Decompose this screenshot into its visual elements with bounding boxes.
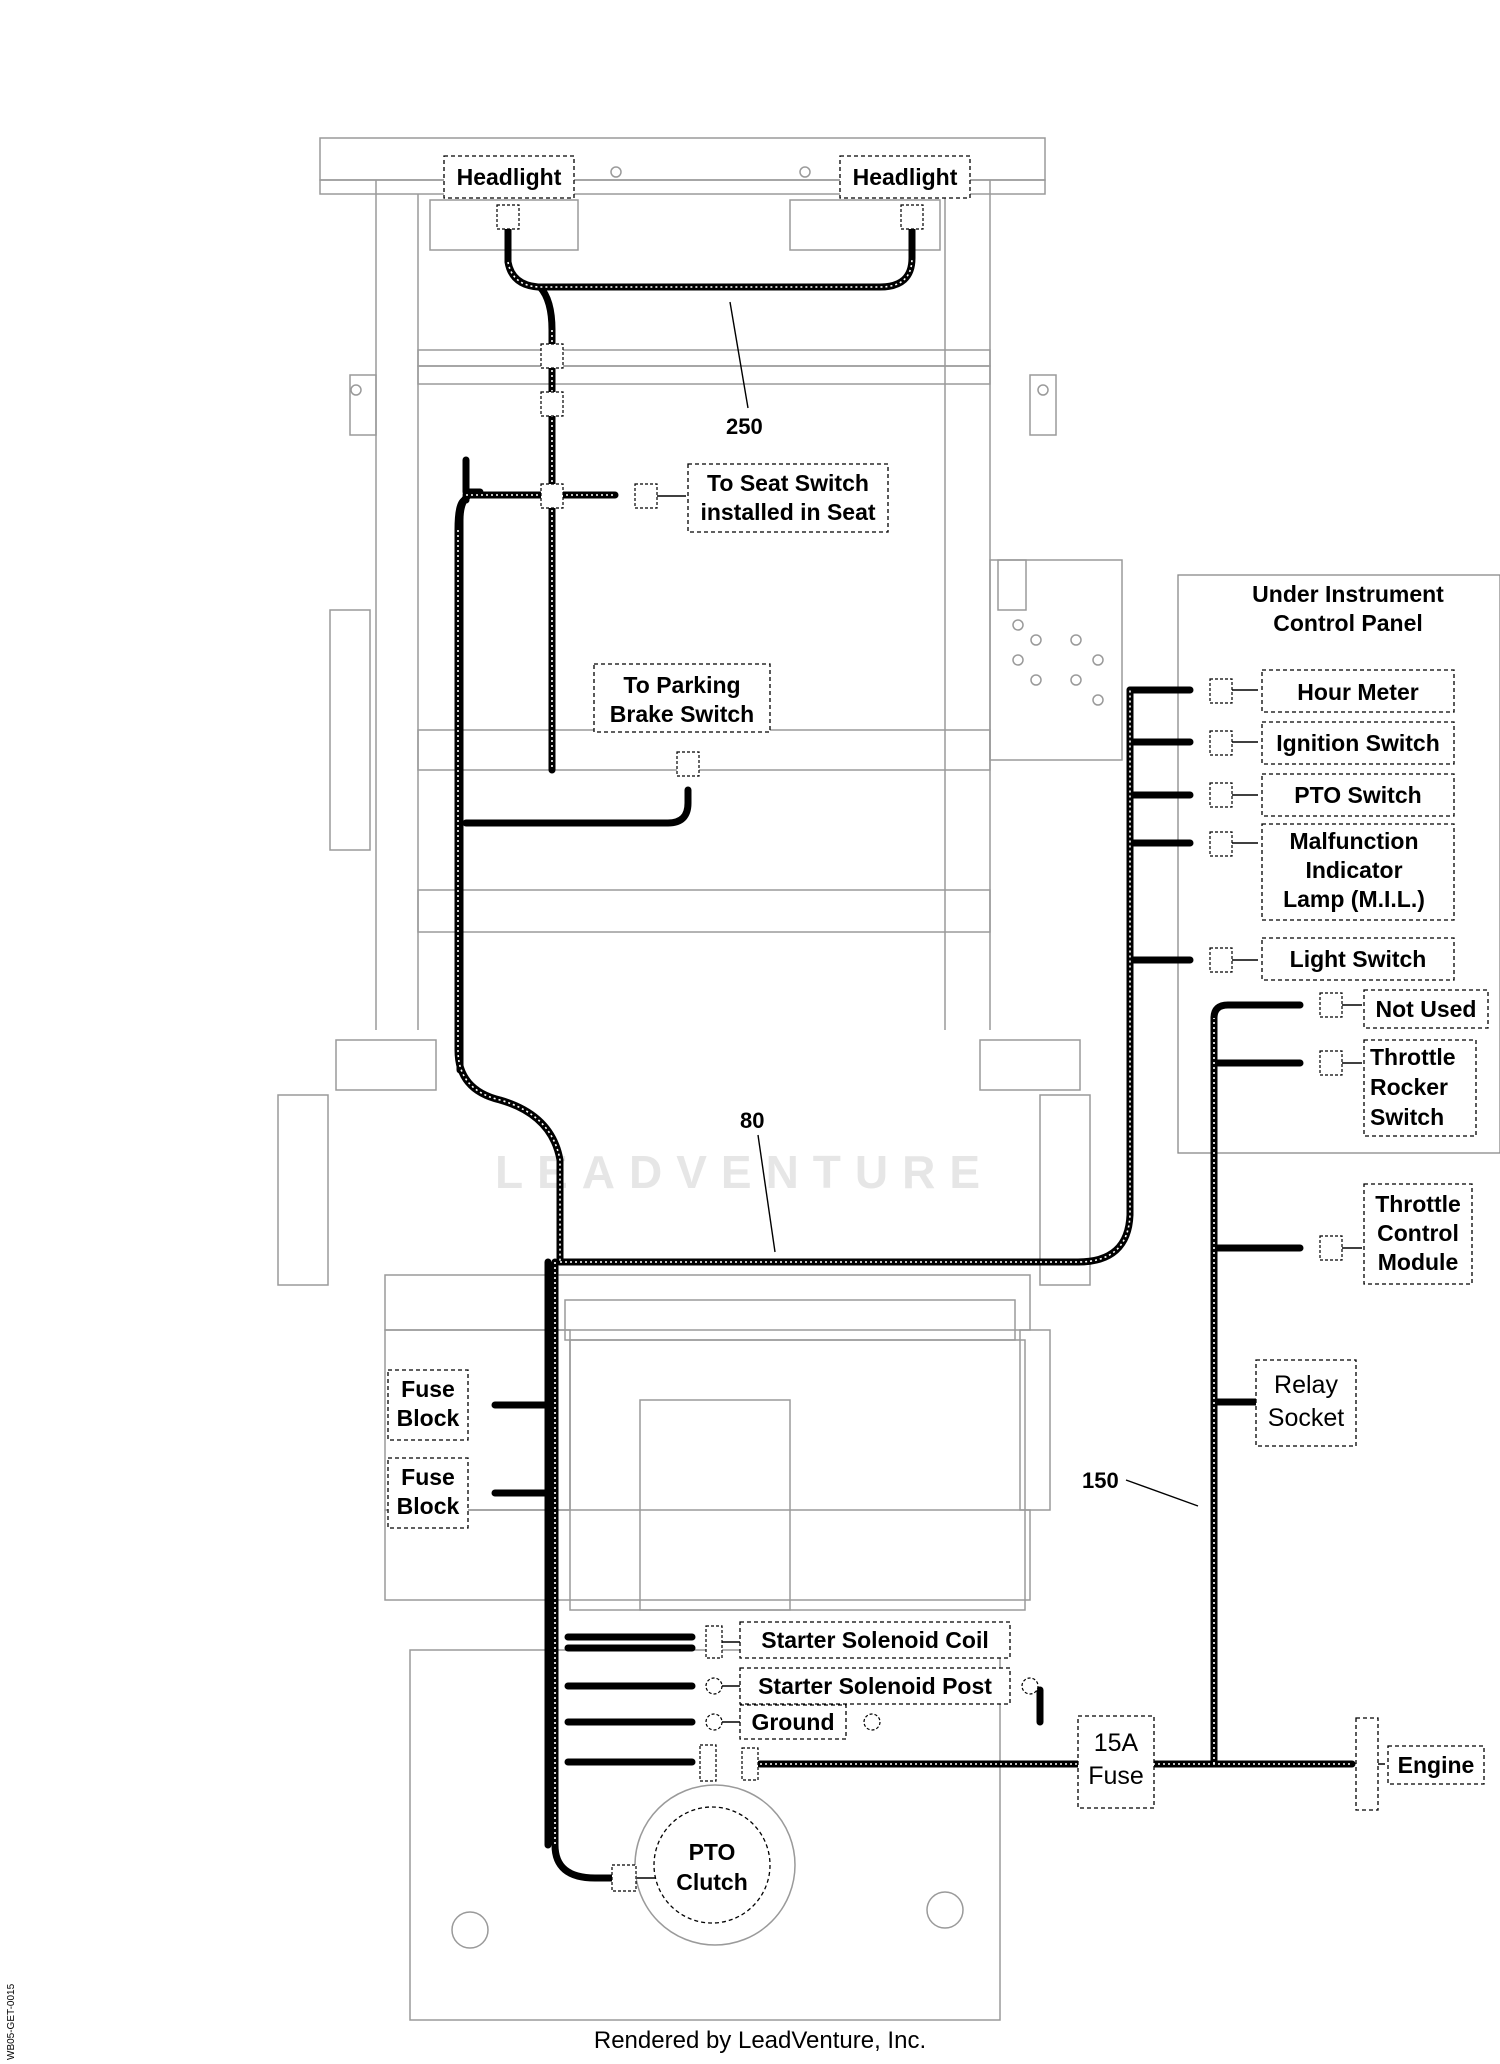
panel-title-line2: Control Panel	[1273, 610, 1423, 636]
svg-text:Clutch: Clutch	[676, 1869, 748, 1895]
svg-text:Ignition Switch: Ignition Switch	[1276, 730, 1440, 756]
svg-text:Ground: Ground	[751, 1709, 834, 1735]
label-hour-meter: Hour Meter	[1261, 669, 1455, 713]
svg-text:Starter Solenoid Coil: Starter Solenoid Coil	[761, 1627, 988, 1653]
label-starter-solenoid-coil: Starter Solenoid Coil	[739, 1621, 1011, 1659]
harness-number-150: 150	[1082, 1468, 1119, 1493]
svg-text:15A: 15A	[1094, 1729, 1139, 1757]
svg-text:Switch: Switch	[1370, 1104, 1444, 1130]
chassis-outline	[277, 137, 1123, 2021]
svg-text:Not Used: Not Used	[1376, 996, 1477, 1022]
harness-wire-strips	[457, 257, 1352, 1845]
label-engine: Engine	[1387, 1745, 1485, 1785]
label-not-used: Not Used	[1363, 989, 1489, 1029]
label-seat-switch: To Seat Switch installed in Seat	[687, 463, 889, 533]
watermark: LEADVENTURE	[495, 1146, 994, 1198]
document-code: WB05-GET-0015	[6, 1983, 17, 2060]
svg-text:To Seat Switch: To Seat Switch	[707, 470, 869, 496]
svg-text:Hour Meter: Hour Meter	[1297, 679, 1418, 705]
svg-text:Headlight: Headlight	[457, 164, 562, 190]
harness-number-250: 250	[726, 414, 763, 439]
svg-text:Brake Switch: Brake Switch	[610, 701, 754, 727]
svg-text:Relay: Relay	[1274, 1371, 1338, 1399]
svg-text:Socket: Socket	[1268, 1404, 1344, 1432]
label-light-switch: Light Switch	[1261, 937, 1455, 981]
label-parking-brake-switch: To Parking Brake Switch	[593, 663, 771, 733]
engine-connector-block	[1355, 1717, 1379, 1811]
connectors	[496, 204, 1343, 1892]
svg-text:PTO Switch: PTO Switch	[1294, 782, 1421, 808]
label-ground: Ground	[739, 1704, 847, 1740]
svg-text:Light Switch: Light Switch	[1290, 946, 1427, 972]
svg-text:Control: Control	[1377, 1220, 1459, 1246]
svg-text:Lamp (M.I.L.): Lamp (M.I.L.)	[1283, 886, 1425, 912]
svg-text:Rocker: Rocker	[1370, 1074, 1448, 1100]
svg-text:Engine: Engine	[1398, 1752, 1475, 1778]
svg-text:Block: Block	[397, 1493, 460, 1519]
label-headlight-left: Headlight	[443, 155, 575, 199]
label-ignition-switch: Ignition Switch	[1261, 721, 1455, 765]
svg-text:PTO: PTO	[689, 1839, 736, 1865]
svg-text:Headlight: Headlight	[853, 164, 958, 190]
svg-text:Module: Module	[1378, 1249, 1459, 1275]
label-fuse-block-2: Fuse Block	[387, 1457, 469, 1529]
label-headlight-right: Headlight	[839, 155, 971, 199]
label-malfunction-indicator-lamp: Malfunction Indicator Lamp (M.I.L.)	[1261, 823, 1455, 921]
label-throttle-control-module: Throttle Control Module	[1363, 1183, 1473, 1285]
label-relay-socket: Relay Socket	[1255, 1359, 1357, 1447]
svg-text:Fuse: Fuse	[1088, 1762, 1144, 1790]
label-fuse-block-1: Fuse Block	[387, 1369, 469, 1441]
harness-number-80: 80	[740, 1108, 764, 1133]
footer-credit: Rendered by LeadVenture, Inc.	[594, 2027, 926, 2054]
svg-text:Starter Solenoid Post: Starter Solenoid Post	[758, 1673, 992, 1699]
svg-text:Fuse: Fuse	[401, 1464, 455, 1490]
label-pto-switch: PTO Switch	[1261, 773, 1455, 817]
svg-text:Malfunction: Malfunction	[1289, 828, 1418, 854]
svg-text:Block: Block	[397, 1405, 460, 1431]
label-throttle-rocker-switch: Throttle Rocker Switch	[1363, 1039, 1477, 1137]
svg-text:installed in Seat: installed in Seat	[700, 499, 875, 525]
svg-text:Indicator: Indicator	[1305, 857, 1402, 883]
svg-text:Throttle: Throttle	[1370, 1044, 1456, 1070]
label-pto-clutch: PTO Clutch	[653, 1806, 771, 1924]
label-starter-solenoid-post: Starter Solenoid Post	[739, 1667, 1011, 1705]
instrument-panel-area	[1177, 574, 1500, 1154]
label-15a-fuse: 15A Fuse	[1077, 1715, 1155, 1809]
panel-title-line1: Under Instrument	[1252, 581, 1444, 607]
svg-text:To Parking: To Parking	[623, 672, 740, 698]
svg-text:Fuse: Fuse	[401, 1376, 455, 1402]
svg-text:Throttle: Throttle	[1375, 1191, 1461, 1217]
